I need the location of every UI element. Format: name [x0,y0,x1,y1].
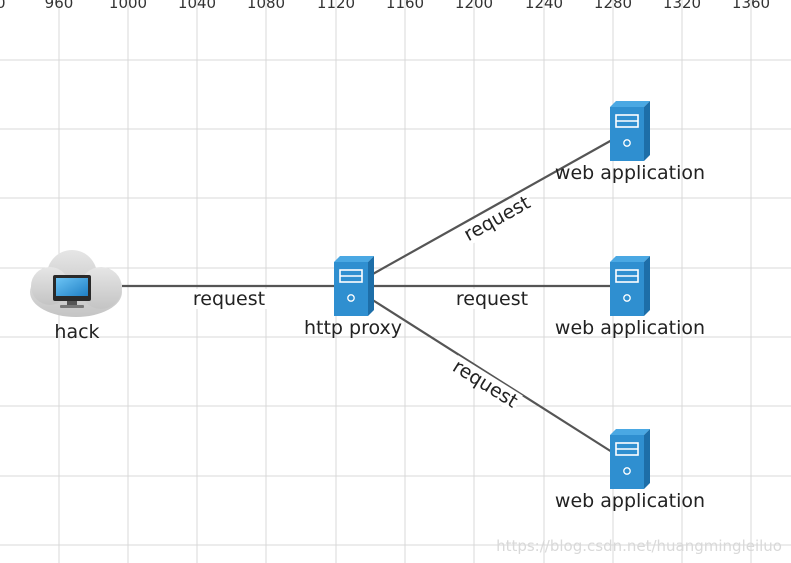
node-web-application-bottom[interactable]: web application [555,428,705,512]
node-web-application-middle[interactable]: web application [555,255,705,339]
edges [122,139,613,453]
edge-label-background [190,289,268,309]
ruler-tick: 1080 [247,0,285,12]
edge-label-hack-to-proxy: request [193,288,265,310]
edge-proxy-to-web-top[interactable] [370,139,613,276]
server-icon [609,100,651,162]
ruler-tick: 1040 [178,0,216,12]
edge-label-proxy-to-web-bottom: request [449,355,522,412]
node-label-web-application: web application [555,317,705,339]
ruler-tick: 1360 [732,0,770,12]
node-label-hack: hack [54,321,99,343]
ruler-tick: 1280 [594,0,632,12]
server-icon [609,255,651,317]
node-label-web-application: web application [555,490,705,512]
ruler: 0 960 1000 1040 1080 1120 1160 1200 1240… [0,0,770,12]
ruler-tick: 1240 [525,0,563,12]
ruler-tick: 960 [45,0,74,12]
edge-label-background [453,289,531,309]
ruler-tick: 1120 [317,0,355,12]
edge-proxy-to-web-bottom[interactable] [370,298,613,453]
ruler-tick: 0 [0,0,6,12]
node-hack[interactable]: hack [30,250,122,343]
node-http-proxy[interactable]: http proxy [304,255,402,339]
node-web-application-top[interactable]: web application [555,100,705,184]
ruler-tick: 1200 [455,0,493,12]
edge-label-background [458,191,536,246]
watermark: https://blog.csdn.net/huangmingleiluo [496,537,782,555]
ruler-tick: 1000 [109,0,147,12]
ruler-tick: 1320 [663,0,701,12]
node-label-http-proxy: http proxy [304,317,402,339]
ruler-tick: 1160 [386,0,424,12]
server-icon [609,428,651,490]
cloud-computer-icon [30,250,122,317]
edge-label-background [447,355,523,413]
server-icon [333,255,375,317]
node-label-web-application: web application [555,162,705,184]
edge-label-proxy-to-web-mid: request [456,288,528,310]
